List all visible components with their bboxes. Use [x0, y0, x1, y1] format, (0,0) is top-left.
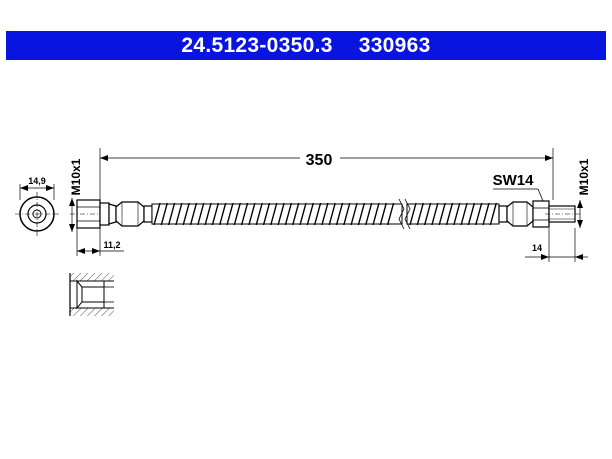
spiral-stripe — [313, 202, 322, 226]
spiral-stripe — [197, 202, 205, 226]
spiral-stripe — [438, 202, 446, 226]
spiral-stripe — [489, 202, 497, 226]
spiral-stripe — [284, 202, 293, 226]
spiral-stripe — [431, 202, 439, 226]
spiral-stripe — [182, 202, 190, 226]
spiral-stripe — [226, 202, 234, 226]
spiral-stripe — [211, 202, 220, 226]
spiral-stripe — [321, 202, 329, 226]
ref-number: 330963 — [358, 33, 431, 57]
spiral-stripe — [482, 202, 490, 226]
right-fitting-dimension: 14 — [525, 228, 588, 262]
part-number: 24.5123-0350.3 — [181, 33, 333, 57]
spiral-stripe — [233, 202, 241, 226]
right-fitting-length-label: 14 — [532, 243, 542, 253]
spiral-stripe — [248, 202, 256, 226]
spiral-stripe — [475, 202, 483, 226]
right-thread-label: M10x1 — [577, 158, 591, 195]
spiral-stripe — [445, 202, 454, 226]
spiral-stripe — [467, 202, 476, 226]
left-thread-dimension: M10x1 — [69, 158, 83, 232]
left-thread-label: M10x1 — [69, 158, 83, 195]
spiral-stripe — [204, 202, 212, 226]
spiral-stripe — [306, 202, 314, 226]
spiral-stripe — [175, 202, 183, 226]
spiral-stripe — [379, 202, 387, 226]
spiral-stripe — [460, 202, 468, 226]
spiral-stripe — [270, 202, 278, 226]
spiral-stripe — [219, 202, 227, 226]
fitting-dia-label: 14,9 — [28, 176, 46, 186]
spiral-stripe — [453, 202, 461, 226]
hose-body — [70, 198, 582, 230]
spiral-stripe — [357, 202, 366, 226]
section-detail — [69, 273, 114, 316]
spiral-stripe — [255, 202, 263, 226]
spiral-stripe — [343, 202, 351, 226]
title-banner: 24.5123-0350.3 330963 — [6, 31, 606, 60]
length-dimension: 350 — [99, 148, 554, 200]
spiral-stripe — [160, 202, 168, 226]
spiral-stripe — [299, 202, 307, 226]
spiral-wrap — [153, 202, 497, 226]
spiral-stripe — [372, 202, 380, 226]
right-thread-dimension: M10x1 — [577, 158, 591, 228]
spiral-stripe — [167, 202, 176, 226]
spiral-stripe — [328, 202, 336, 226]
spiral-stripe — [386, 202, 395, 226]
wrench-size-callout: SW14 — [493, 172, 544, 202]
spiral-stripe — [409, 202, 417, 226]
end-view: 14,9 — [15, 176, 59, 236]
spiral-stripe — [277, 202, 285, 226]
spiral-stripe — [153, 202, 161, 226]
spiral-stripe — [335, 202, 344, 226]
spiral-stripe — [416, 202, 424, 226]
wrench-size-label: SW14 — [493, 172, 535, 189]
spiral-stripe — [292, 202, 300, 226]
spiral-stripe — [365, 202, 373, 226]
total-length-label: 350 — [306, 152, 333, 169]
left-fitting-length-label: 11,2 — [103, 240, 120, 250]
spiral-stripe — [262, 202, 271, 226]
spiral-stripe — [189, 202, 198, 226]
left-fitting-dimension: 11,2 — [76, 228, 124, 256]
spiral-stripe — [423, 202, 432, 226]
spiral-stripe — [350, 202, 358, 226]
spiral-stripe — [240, 202, 249, 226]
